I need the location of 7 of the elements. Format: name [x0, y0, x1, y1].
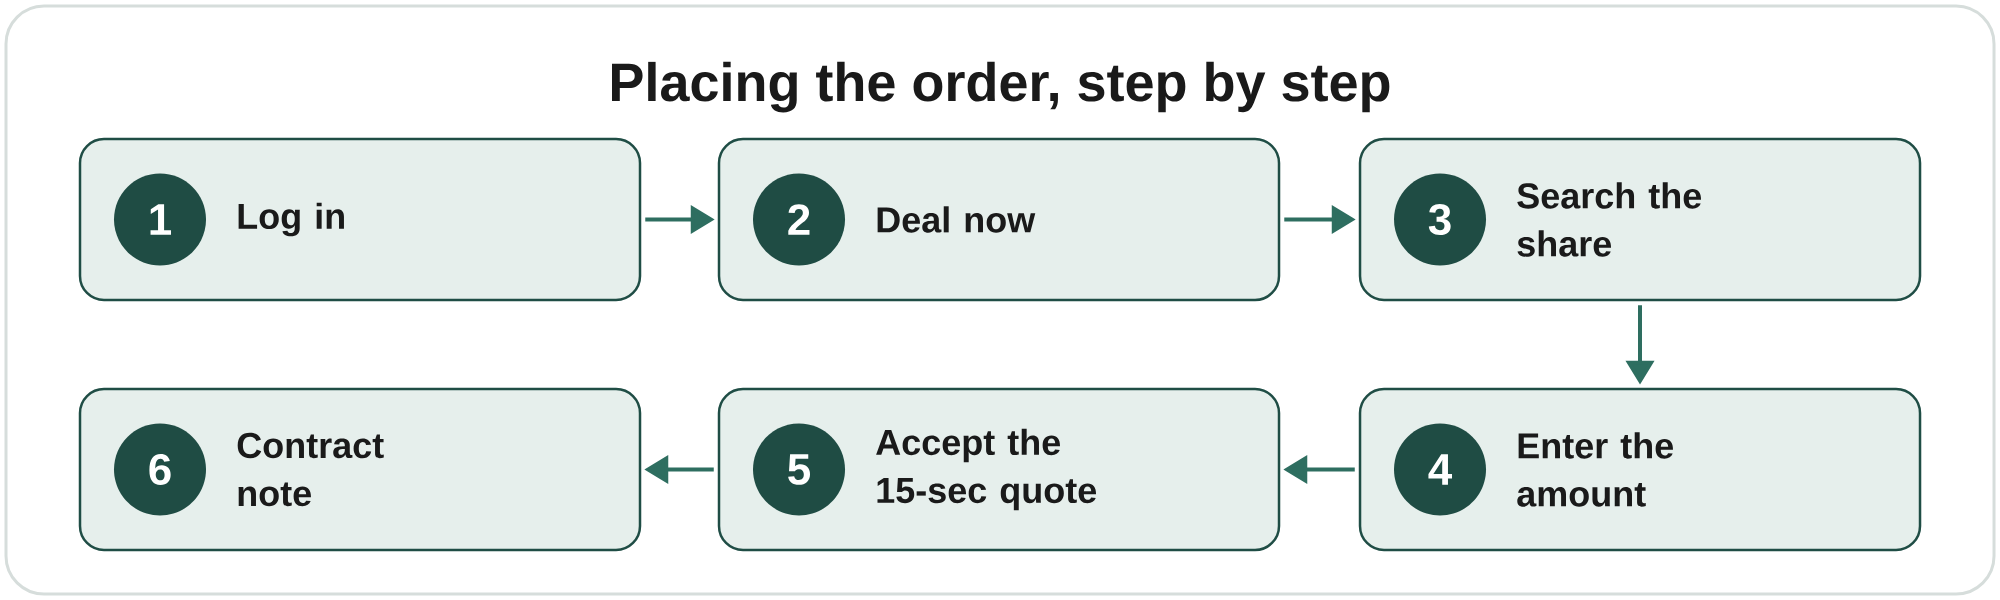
number-badge: 5 [753, 423, 845, 516]
number-badge: 1 [114, 173, 206, 266]
number-badge: 6 [114, 423, 206, 516]
number-badge: 4 [1394, 423, 1486, 516]
title: Placing the order, step by step [612, 61, 1390, 113]
number-badge: 2 [753, 173, 845, 266]
number-badge: 3 [1394, 173, 1486, 266]
